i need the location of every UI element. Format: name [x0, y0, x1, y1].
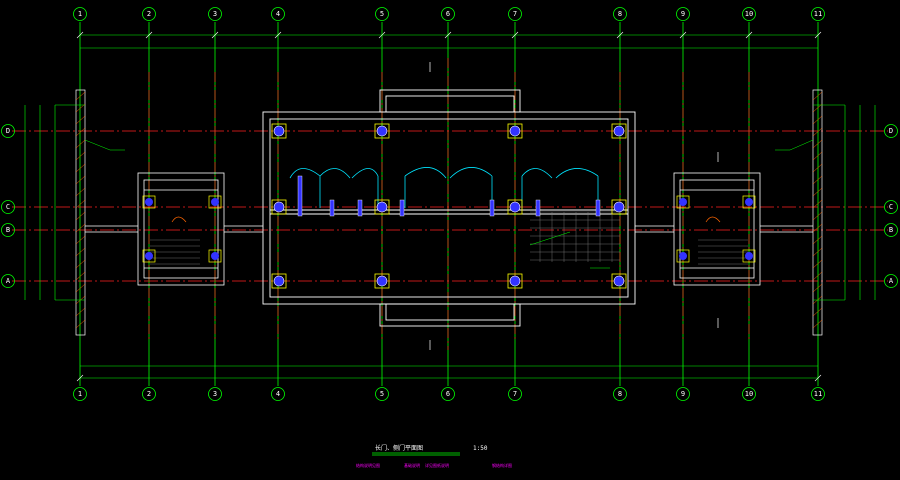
- door-arcs: [289, 167, 599, 208]
- left-room-stairs: [150, 239, 200, 265]
- axis-label-top-4: 4: [276, 10, 280, 18]
- right-guard-room: [635, 172, 813, 286]
- title-block: 长门、侧门平面图 1:50: [372, 444, 488, 456]
- legend-note-3: 详见图纸说明: [425, 462, 449, 468]
- door-posts: [297, 175, 601, 217]
- legend-note-1: 结构说明见图: [356, 462, 380, 468]
- vertical-axis-lines: [79, 22, 819, 386]
- axis-label-right-A: A: [889, 277, 894, 285]
- right-room-stairs: [698, 239, 748, 265]
- axis-label-left-C: C: [6, 203, 10, 211]
- top-dimensions: [80, 34, 818, 379]
- axis-label-bottom-9: 9: [681, 390, 685, 398]
- axis-label-top-11: 11: [814, 10, 822, 18]
- left-guard-room: [85, 172, 263, 286]
- legend-note-4: 钢结构详图: [492, 462, 512, 468]
- axis-label-bottom-8: 8: [618, 390, 622, 398]
- side-walls: [75, 89, 823, 336]
- axis-label-bottom-7: 7: [513, 390, 517, 398]
- dimension-ticks: [76, 31, 822, 382]
- axis-label-right-C: C: [889, 203, 893, 211]
- axis-label-top-1: 1: [78, 10, 82, 18]
- axis-bubbles-top: 1 2 3 4 5 6 7 8 9 10 11: [73, 7, 825, 21]
- axis-bubbles-bottom: 1 2 3 4 5 6 7 8 9 10 11: [73, 387, 825, 401]
- right-room-columns: [676, 195, 756, 263]
- left-room-columns: [142, 195, 222, 263]
- axis-label-top-2: 2: [147, 10, 151, 18]
- main-building: [262, 89, 636, 327]
- drawing-title: 长门、侧门平面图: [375, 444, 423, 452]
- axis-label-top-5: 5: [380, 10, 384, 18]
- axis-label-top-10: 10: [745, 10, 753, 18]
- axis-label-top-9: 9: [681, 10, 685, 18]
- axis-label-top-3: 3: [213, 10, 217, 18]
- wall-hatch: [75, 91, 823, 329]
- legend-notes: 结构说明见图 基础说明 详见图纸说明 钢结构详图: [356, 462, 512, 468]
- axis-label-top-8: 8: [618, 10, 622, 18]
- axis-label-right-B: B: [889, 226, 893, 234]
- drawing-scale: 1:50: [473, 445, 488, 452]
- axis-label-bottom-6: 6: [446, 390, 450, 398]
- stair-grid: [530, 211, 620, 262]
- legend-note-2: 基础说明: [404, 462, 420, 468]
- axis-label-top-7: 7: [513, 10, 517, 18]
- horizontal-axis-lines: [12, 130, 888, 282]
- axis-label-bottom-3: 3: [213, 390, 217, 398]
- axis-label-right-D: D: [889, 127, 893, 135]
- leader-lines: [84, 139, 814, 269]
- axis-label-bottom-5: 5: [380, 390, 384, 398]
- axis-label-bottom-4: 4: [276, 390, 280, 398]
- vertical-center-lines: [148, 58, 750, 350]
- side-dimension-lines: [24, 104, 876, 301]
- axis-label-left-D: D: [6, 127, 10, 135]
- axis-label-left-A: A: [6, 277, 11, 285]
- axis-bubbles-right: D C B A: [884, 124, 898, 288]
- axis-bubbles-left: D C B A: [1, 124, 15, 288]
- axis-label-bottom-10: 10: [745, 390, 753, 398]
- axis-label-bottom-11: 11: [814, 390, 822, 398]
- main-columns: [271, 123, 627, 289]
- section-markers: [429, 62, 719, 350]
- axis-label-bottom-2: 2: [147, 390, 151, 398]
- axis-label-bottom-1: 1: [78, 390, 82, 398]
- axis-label-top-6: 6: [446, 10, 450, 18]
- axis-label-left-B: B: [6, 226, 10, 234]
